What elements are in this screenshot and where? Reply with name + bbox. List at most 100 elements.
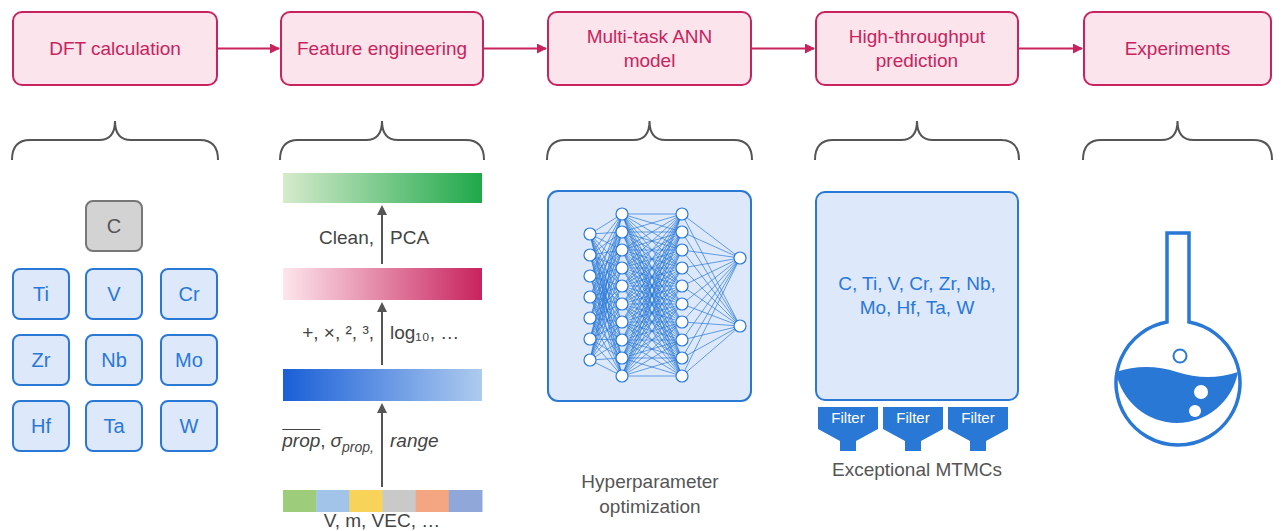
network-link [622,214,682,232]
network-link [622,250,682,376]
network-link [682,232,740,258]
network-link [622,232,682,376]
property-swatch [383,490,417,512]
neuron [676,316,688,328]
curly-brace [12,121,218,160]
element-box: Zr [12,334,70,386]
up-arrow [381,405,383,487]
network-link [622,214,682,304]
feature-label: Clean, [319,226,374,251]
network-link [622,340,682,376]
funnel-outline [883,407,943,451]
network-link [622,322,682,376]
network-link [622,214,682,322]
network-link [682,326,740,358]
property-swatch [283,490,317,512]
neuron [676,370,688,382]
network-link [622,340,682,376]
network-link [622,268,682,376]
flow-arrow [218,48,279,50]
filter-label: Filter [961,407,994,429]
feature-label: V, m, VEC, … [324,509,441,531]
neuron [584,249,596,261]
filter-funnel: Filter [818,407,878,451]
feature-label: +, ×, ², ³, [302,321,374,346]
network-link [622,214,682,376]
network-link [622,376,682,377]
network-link [622,214,682,376]
node-label: Zr [32,348,51,373]
node-label: Multi-task ANN model [559,25,740,73]
element-box: Nb [85,334,143,386]
network-link [682,326,740,340]
network-link [622,286,682,376]
node-label: Feature engineering [297,37,467,61]
curly-brace [815,121,1019,160]
element-box: Cr [160,268,218,320]
node-label: Ti [33,282,49,307]
neuron [676,334,688,346]
filter-label: Filter [831,407,864,429]
network-link [622,214,682,250]
neuron [584,228,596,240]
network-link [622,304,682,376]
prediction-panel: C, Ti, V, Cr, Zr, Nb, Mo, Hf, Ta, W [815,191,1019,401]
process-step-box: Experiments [1083,11,1272,86]
network-link [682,258,740,358]
neuron [616,334,628,346]
flow-arrow [752,48,814,50]
network-link [682,326,740,376]
feature-bars [283,173,483,512]
network-link [682,250,740,326]
node-label: High-throughput prediction [827,25,1007,73]
bubble [1174,350,1187,363]
node-label: C, Ti, V, Cr, Zr, Nb, Mo, Hf, Ta, W [827,272,1007,320]
neuron [616,316,628,328]
funnel-outline [948,407,1008,451]
filter-funnel: Filter [948,407,1008,451]
neuron [616,262,628,274]
element-box: Hf [12,400,70,452]
neuron [616,280,628,292]
node-label: Mo [175,348,203,373]
neuron [734,252,746,264]
network-link [622,214,682,322]
network-link [622,322,682,376]
network-link [682,214,740,258]
network-panel [548,191,751,401]
pca-feature-bar [283,173,482,203]
flask-outline [1116,233,1240,445]
process-step-box: High-throughput prediction [815,11,1019,86]
network-link [622,286,682,376]
flow-arrow [1019,48,1082,50]
network-link [622,214,682,215]
filter-label: Filter [896,407,929,429]
feature-label: PCA [390,226,429,251]
node-label: DFT calculation [49,37,181,61]
network-link [682,286,740,326]
curly-brace [1083,121,1272,160]
network-link [682,258,740,268]
statistic-label-group: prop,σprop, [282,430,374,452]
network-link [682,258,740,286]
neuron [676,208,688,220]
network-link [622,214,682,268]
feature-label: prop, [342,439,374,455]
network-link [682,322,740,326]
network-link [622,232,682,376]
neuron [734,320,746,332]
neuron [676,244,688,256]
curly-brace [280,121,484,160]
neuron [584,354,596,366]
feature-label: σ [331,430,342,452]
neuron [616,226,628,238]
node-label: W [180,414,199,439]
caption-label: Exceptional MTMCs [832,458,1002,483]
network-link [622,214,682,250]
property-strip [283,490,483,512]
flow-arrow [484,48,546,50]
property-swatch [349,490,383,512]
node-label: Hf [31,414,51,439]
network-link [622,358,682,376]
neuron [616,244,628,256]
